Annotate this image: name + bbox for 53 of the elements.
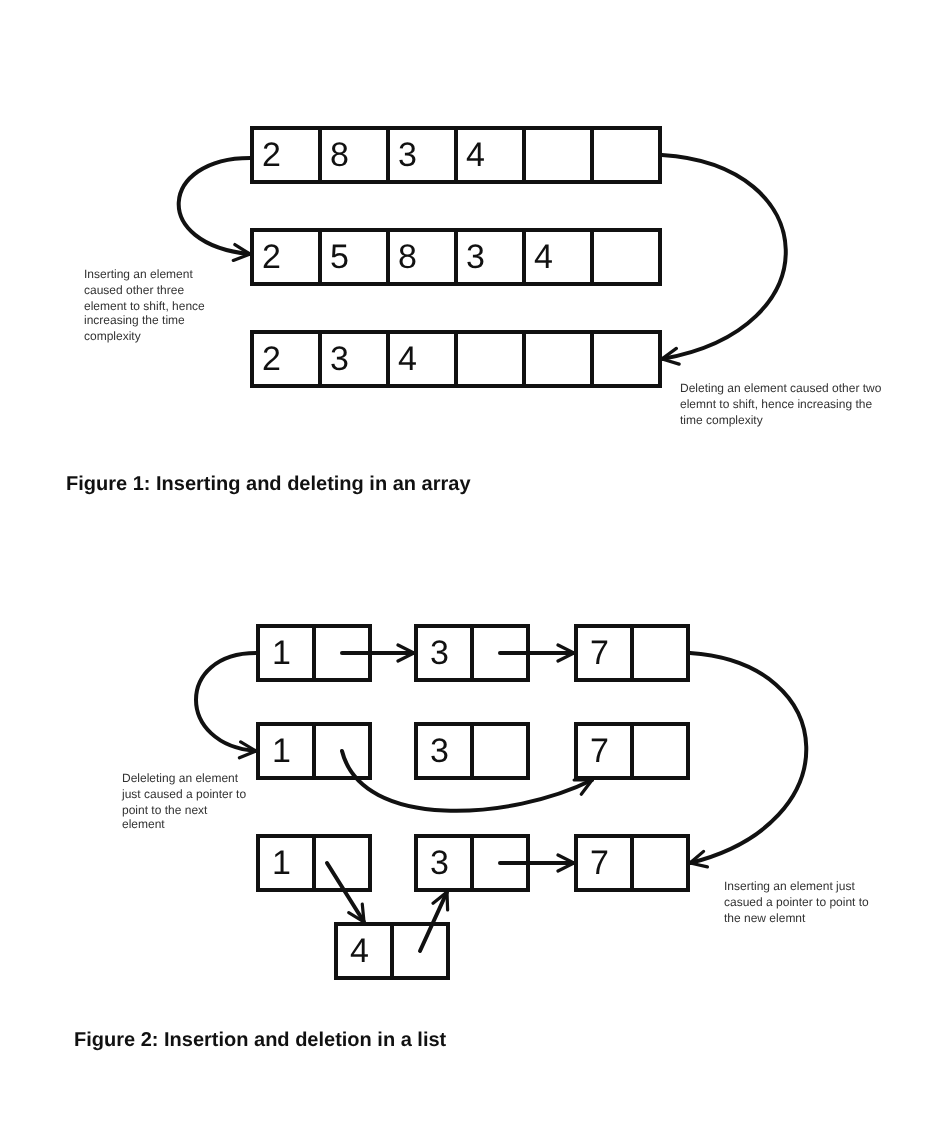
- pointer-cell: [470, 624, 530, 682]
- data-cell: 1: [256, 834, 316, 892]
- pointer-cell: [630, 722, 690, 780]
- array-cell: [590, 330, 662, 388]
- curved-arrow: [340, 749, 594, 813]
- arrow: [325, 861, 366, 924]
- array-cell: [454, 330, 526, 388]
- data-cell: 1: [256, 624, 316, 682]
- array-cell: 8: [318, 126, 390, 184]
- array-cell: [590, 126, 662, 184]
- arrow: [498, 643, 576, 663]
- array-cell: 4: [386, 330, 458, 388]
- curved-arrow: [194, 651, 258, 758]
- array-cell: 2: [250, 330, 322, 388]
- pointer-cell: [312, 722, 372, 780]
- data-cell: 3: [414, 624, 474, 682]
- curved-arrow: [688, 651, 809, 868]
- pointer-cell: [312, 624, 372, 682]
- pointer-cell: [390, 922, 450, 980]
- array-cell: [522, 126, 594, 184]
- array-cell: 8: [386, 228, 458, 286]
- curved-arrow: [176, 155, 252, 261]
- array: [250, 228, 662, 286]
- data-cell: 7: [574, 722, 634, 780]
- figure-caption: Figure 1: Inserting and deleting in an array: [66, 474, 471, 496]
- data-cell: 7: [574, 624, 634, 682]
- array-cell: 3: [454, 228, 526, 286]
- pointer-cell: [470, 834, 530, 892]
- pointer-cell: [312, 834, 372, 892]
- data-cell: 7: [574, 834, 634, 892]
- array-cell: 4: [454, 126, 526, 184]
- pointer-cell: [630, 624, 690, 682]
- arrow: [418, 890, 450, 953]
- data-cell: 4: [334, 922, 394, 980]
- array-cell: [590, 228, 662, 286]
- data-cell: 3: [414, 722, 474, 780]
- arrow: [498, 853, 576, 873]
- array: [250, 126, 662, 184]
- array-cell: [522, 330, 594, 388]
- data-cell: 1: [256, 722, 316, 780]
- array-cell: 5: [318, 228, 390, 286]
- pointer-cell: [470, 722, 530, 780]
- data-cell: 3: [414, 834, 474, 892]
- array: [250, 330, 662, 388]
- figure-caption: Figure 2: Insertion and deletion in a list: [74, 1030, 447, 1052]
- arrow: [340, 643, 416, 663]
- array-cell: 2: [250, 228, 322, 286]
- curved-arrow: [660, 153, 788, 365]
- array-cell: 3: [386, 126, 458, 184]
- pointer-cell: [630, 834, 690, 892]
- array-cell: 2: [250, 126, 322, 184]
- array-cell: 3: [318, 330, 390, 388]
- array-cell: 4: [522, 228, 594, 286]
